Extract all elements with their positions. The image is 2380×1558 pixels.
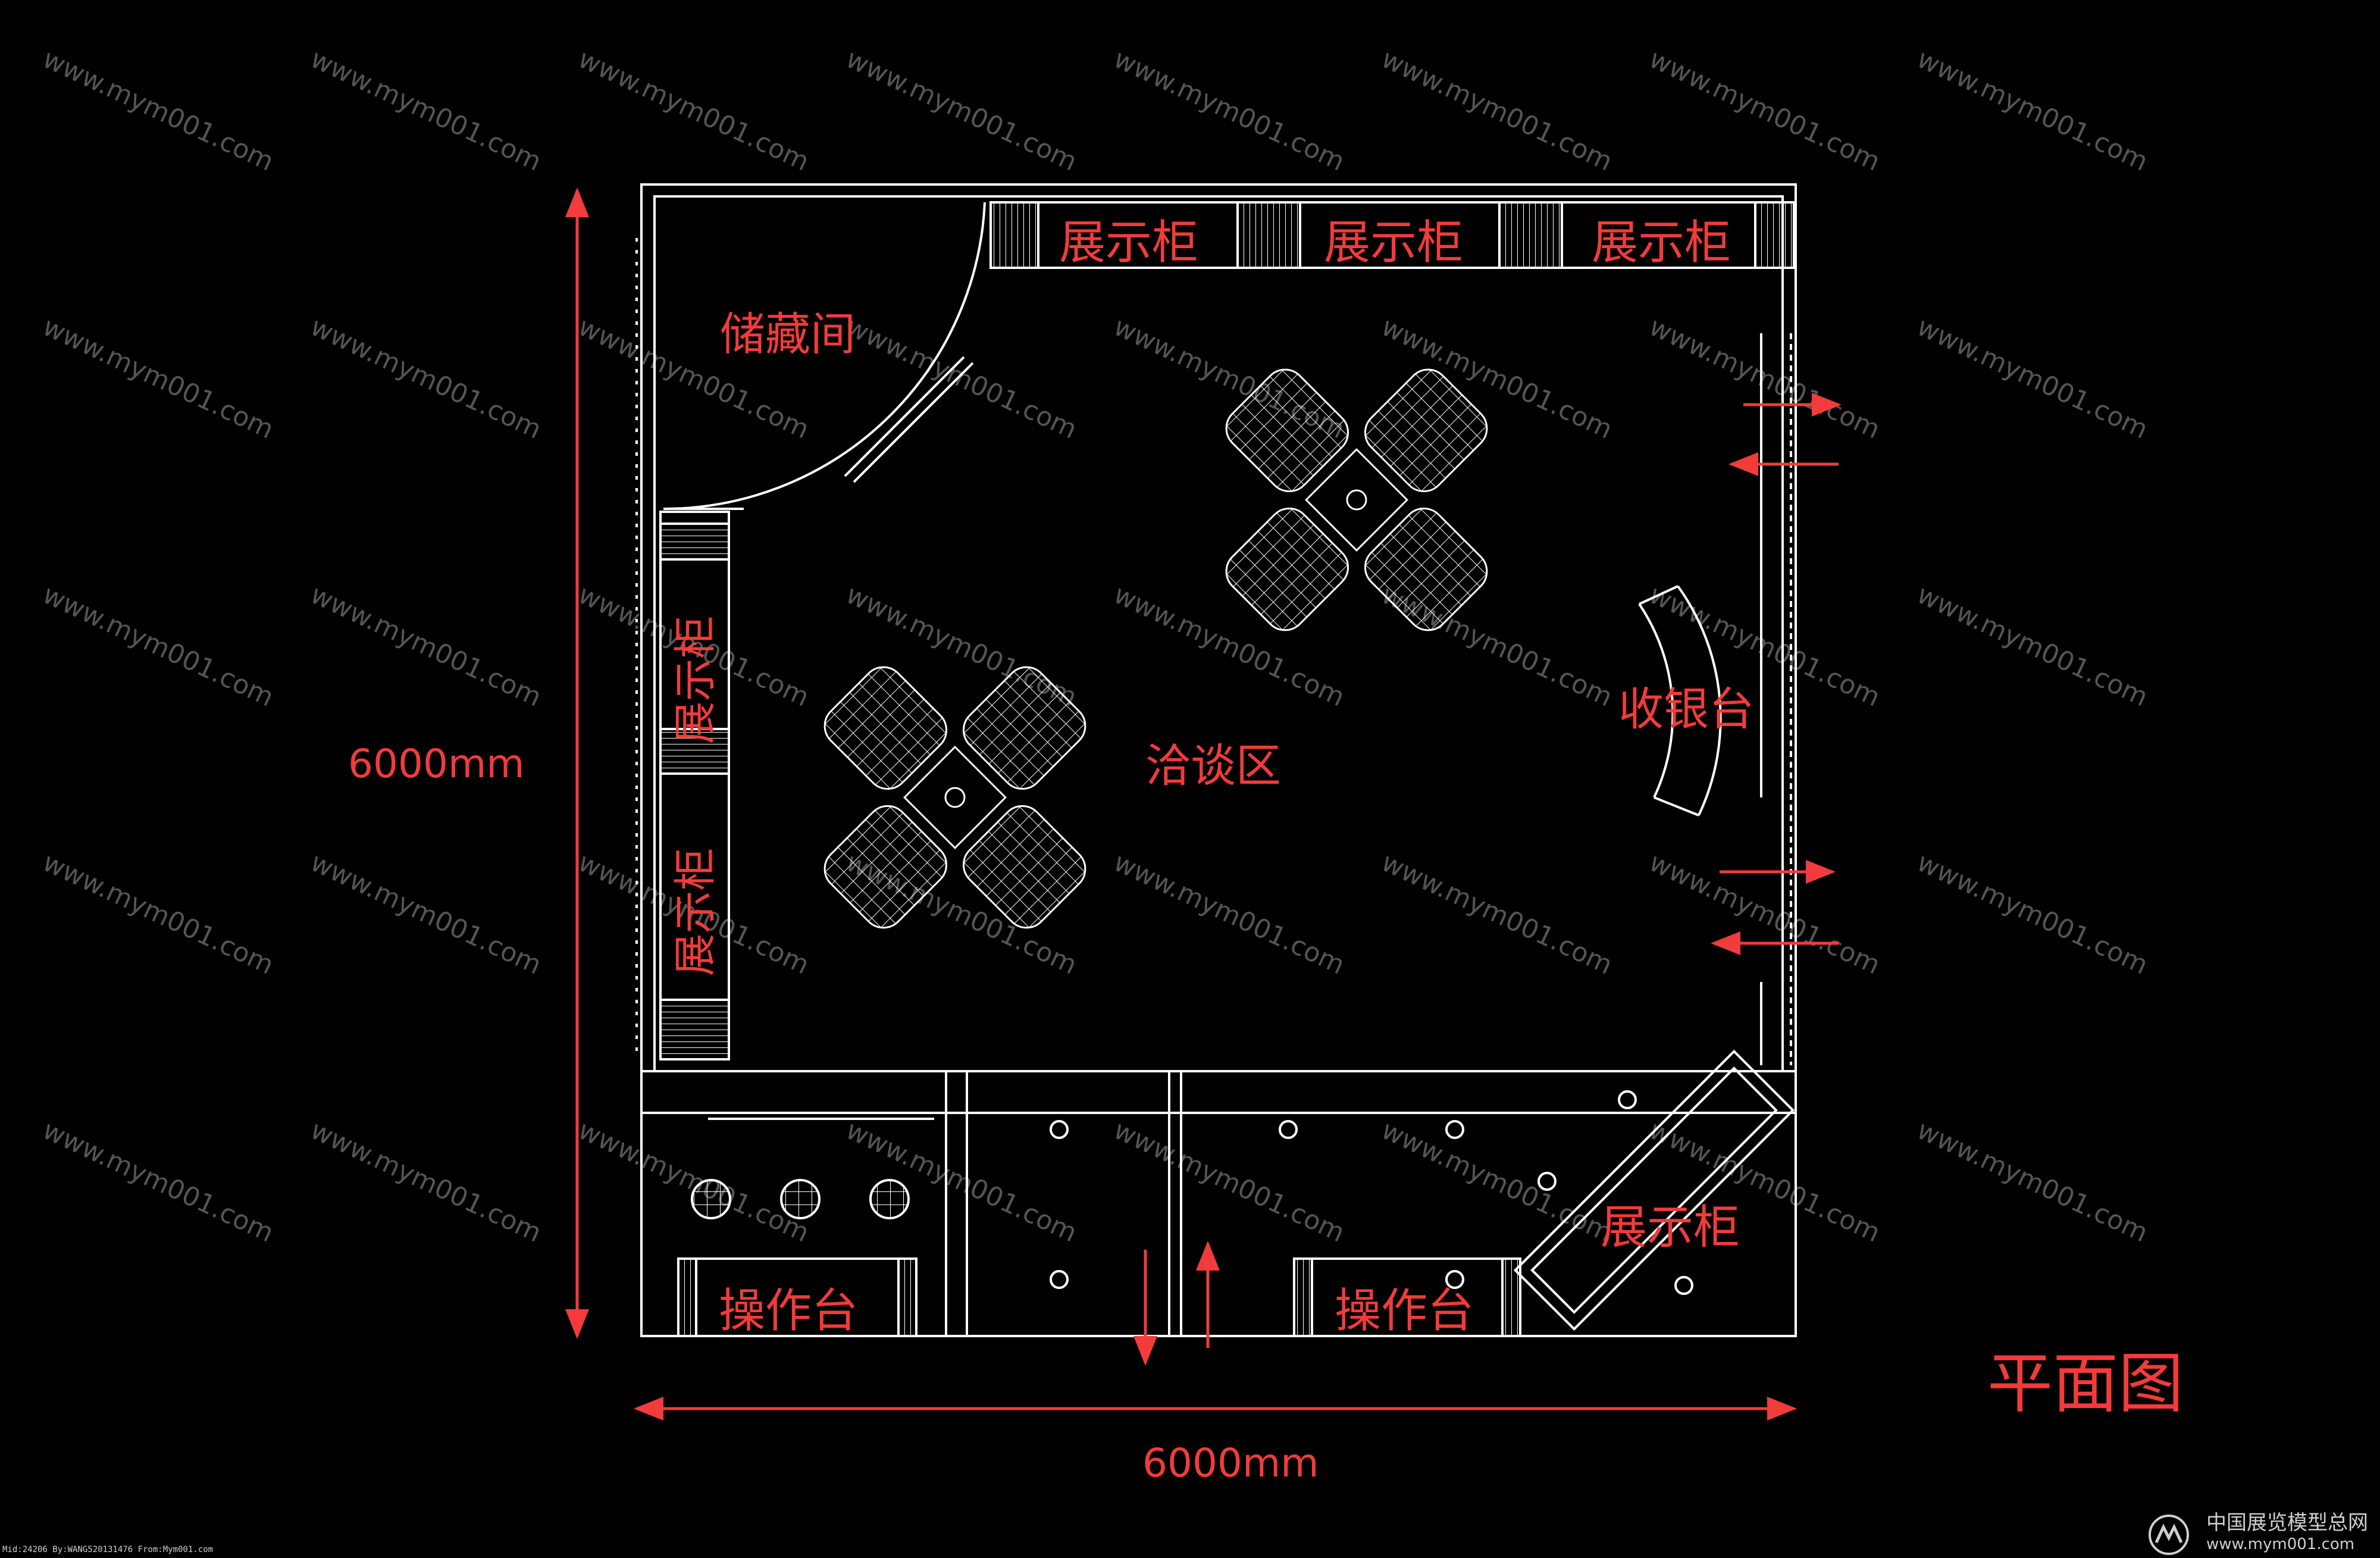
label-cashier: 收银台 bbox=[1618, 683, 1754, 736]
right-wall bbox=[1760, 333, 1792, 1065]
label-display-cabinet-top-1: 展示柜 bbox=[1059, 216, 1199, 270]
storage-room-walls bbox=[663, 202, 986, 511]
outer-walls bbox=[640, 183, 1797, 1337]
chair-set-upper bbox=[1225, 368, 1488, 631]
bottom-rooms bbox=[677, 1071, 1693, 1337]
label-negotiation-area: 洽谈区 bbox=[1145, 739, 1281, 792]
site-logo-icon bbox=[2149, 1515, 2189, 1555]
label-display-cabinet-top-3: 展示柜 bbox=[1592, 216, 1731, 270]
plan-title: 平面图 bbox=[1987, 1346, 2184, 1422]
label-operation-desk-2: 操作台 bbox=[1335, 1284, 1474, 1338]
chair-set-lower bbox=[823, 666, 1086, 929]
label-display-cabinet-left-1: 展示柜 bbox=[670, 615, 721, 744]
label-width-dimension: 6000mm bbox=[1142, 1440, 1319, 1486]
cashier-counter bbox=[1638, 585, 1722, 816]
angled-display-cabinet bbox=[1513, 1049, 1795, 1331]
footer-id-text: Mid:24206 By:WANG520131476 From:Mym001.c… bbox=[2, 1545, 214, 1554]
entrance-arrows bbox=[1133, 393, 1842, 1366]
dimension-lines bbox=[565, 187, 1797, 1421]
footer-site-name: 中国展览模型总网 bbox=[2206, 1511, 2368, 1535]
label-operation-desk-1: 操作台 bbox=[719, 1284, 859, 1338]
label-display-cabinet-corner: 展示柜 bbox=[1601, 1201, 1740, 1254]
label-storage-room: 储藏间 bbox=[720, 308, 856, 361]
label-height-dimension: 6000mm bbox=[348, 741, 525, 787]
top-display-cabinets bbox=[989, 201, 1795, 269]
footer-site-info: 中国展览模型总网 www.mym001.com bbox=[2206, 1506, 2368, 1553]
label-display-cabinet-left-2: 展示柜 bbox=[670, 847, 721, 977]
left-display-cabinets bbox=[635, 238, 730, 1060]
footer-site-url: www.mym001.com bbox=[2206, 1535, 2355, 1553]
label-display-cabinet-top-2: 展示柜 bbox=[1324, 216, 1464, 270]
